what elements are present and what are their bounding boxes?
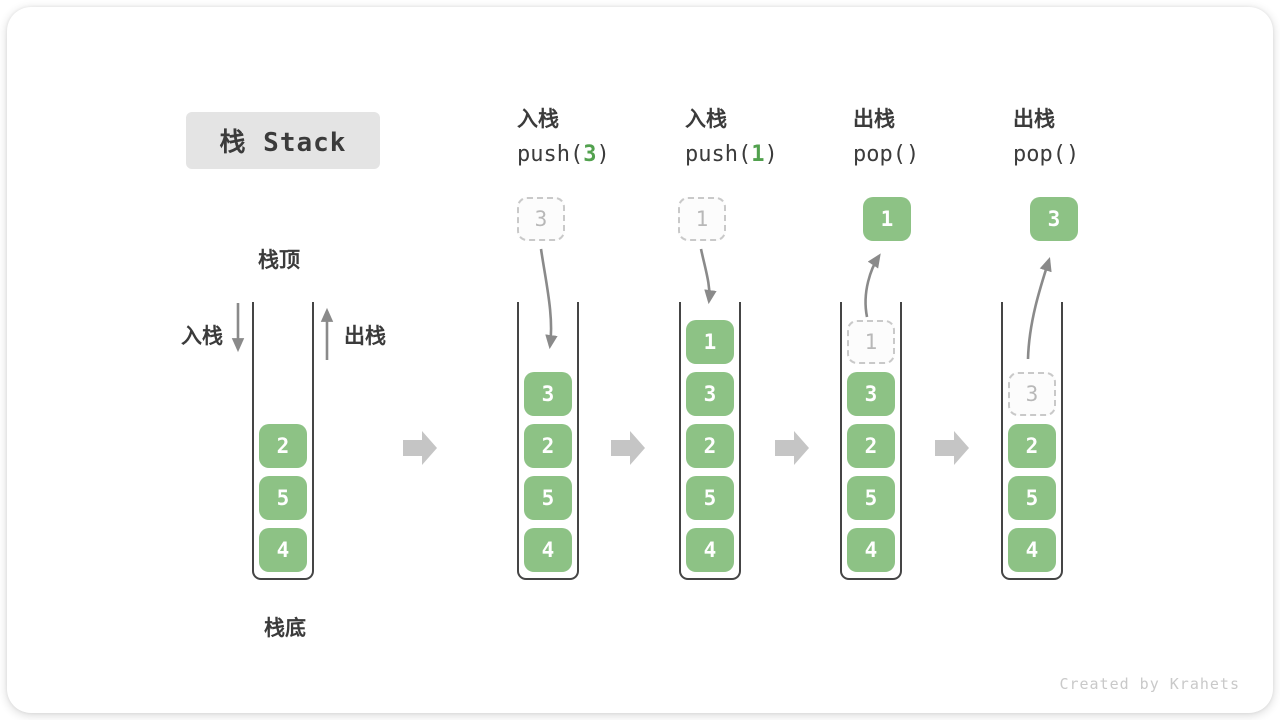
step-code: pop() <box>853 141 919 169</box>
stack-cell: 2 <box>524 424 572 468</box>
step-code: pop() <box>1013 141 1079 169</box>
stack-cell: 5 <box>524 476 572 520</box>
stack-cell: 5 <box>686 476 734 520</box>
step-cn-label: 入栈 <box>517 108 559 131</box>
stack-cell: 2 <box>847 424 895 468</box>
step-label-push1: 入栈 push(1) <box>685 106 778 169</box>
stack-top-label: 栈顶 <box>258 249 300 272</box>
code-prefix: push( <box>517 142 584 167</box>
stack-container-step4: 3 2 5 4 <box>1001 302 1063 580</box>
title-box: 栈 Stack <box>186 112 380 169</box>
stack-cell: 3 <box>524 372 572 416</box>
stack-container-initial: 2 5 4 <box>252 302 314 580</box>
pop-direction-label: 出栈 <box>344 325 386 348</box>
title-text: 栈 Stack <box>219 128 347 158</box>
stack-cell: 4 <box>1008 528 1056 572</box>
stack-cell: 1 <box>847 320 895 364</box>
stack-cell: 2 <box>259 424 307 468</box>
stack-container-step3: 1 3 2 5 4 <box>840 302 902 580</box>
floating-cell: 1 <box>678 197 726 241</box>
code-prefix: pop() <box>1013 142 1080 167</box>
floating-cell: 3 <box>1030 197 1078 241</box>
code-prefix: push( <box>685 142 752 167</box>
stack-cell: 2 <box>686 424 734 468</box>
step-label-push3: 入栈 push(3) <box>517 106 610 169</box>
step-label-pop1: 出栈 pop() <box>853 106 919 169</box>
stack-cell: 3 <box>847 372 895 416</box>
step-cn-label: 出栈 <box>1013 108 1055 131</box>
stack-cell: 3 <box>686 372 734 416</box>
step-code: push(1) <box>685 141 778 169</box>
stack-cell: 5 <box>259 476 307 520</box>
stack-cell: 5 <box>847 476 895 520</box>
code-suffix: ) <box>596 142 610 167</box>
step-cn-label: 出栈 <box>853 108 895 131</box>
stack-container-step1: 3 2 5 4 <box>517 302 579 580</box>
stack-cell: 4 <box>259 528 307 572</box>
stack-cell: 4 <box>686 528 734 572</box>
stack-cell: 4 <box>847 528 895 572</box>
stack-cell: 3 <box>1008 372 1056 416</box>
stack-cell: 1 <box>686 320 734 364</box>
push-direction-label: 入栈 <box>181 325 223 348</box>
code-prefix: pop() <box>853 142 920 167</box>
step-cn-label: 入栈 <box>685 108 727 131</box>
stack-bottom-label: 栈底 <box>264 617 306 640</box>
stack-container-step2: 1 3 2 5 4 <box>679 302 741 580</box>
step-label-pop3: 出栈 pop() <box>1013 106 1079 169</box>
code-arg: 1 <box>751 142 765 167</box>
stack-cell: 2 <box>1008 424 1056 468</box>
stack-cell: 4 <box>524 528 572 572</box>
floating-cell: 1 <box>863 197 911 241</box>
step-code: push(3) <box>517 141 610 169</box>
floating-cell: 3 <box>517 197 565 241</box>
stack-cell: 5 <box>1008 476 1056 520</box>
footer-credit: Created by Krahets <box>1059 675 1240 693</box>
code-arg: 3 <box>583 142 597 167</box>
code-suffix: ) <box>764 142 778 167</box>
